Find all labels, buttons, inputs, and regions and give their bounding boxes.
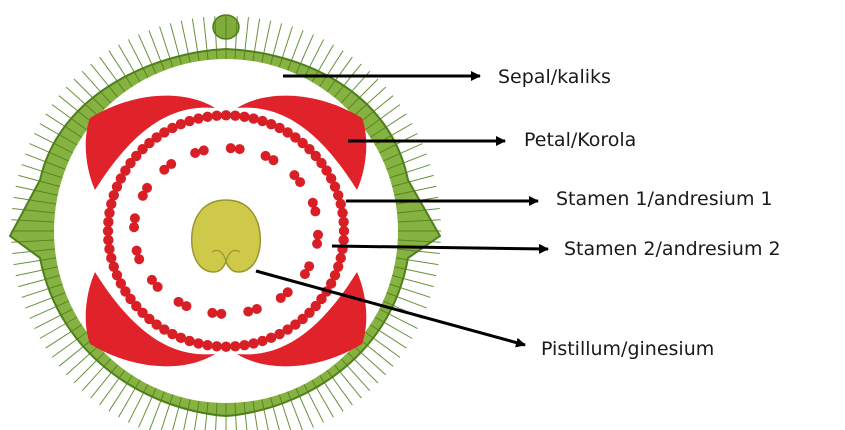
stamen-bead [336,253,346,263]
stamen-bead [104,244,114,254]
stamen-bead [202,112,212,122]
stamen-bead [103,217,113,227]
anther-lobe [132,246,142,256]
label-stamen-1: Stamen 1/andresium 1 [556,190,773,209]
stamen-bead [221,341,231,351]
stamen-bead [239,340,249,350]
anther-lobe [300,269,310,279]
anther-lobe [313,230,323,240]
stamen-bead [338,235,348,245]
anther-lobe [134,254,144,264]
anther-lobe [310,206,320,216]
anther-lobe [142,183,152,193]
anther-lobe [226,143,236,153]
anther-lobe [243,307,253,317]
stamen-bead [337,208,347,218]
stamen-bead [104,208,114,218]
anther-lobe [207,308,217,318]
stamen-bead [248,338,258,348]
anther-lobe [276,293,286,303]
stamen-bead [336,199,346,209]
stamen-bead [193,113,203,123]
stamen-bead [193,338,203,348]
label-stamen-2: Stamen 2/andresium 2 [564,240,781,259]
stamen-bead [109,262,119,272]
stamen-bead [103,235,113,245]
label-pistil: Pistillum/ginesium [541,340,714,359]
stamen-bead [257,336,267,346]
anther-lobe [308,198,318,208]
anther-lobe [199,145,209,155]
anther-lobe [216,309,226,319]
stamen-bead [103,226,113,236]
stamen-bead [212,341,222,351]
anther-lobe [295,177,305,187]
stamen-bead [333,190,343,200]
label-petal: Petal/Korola [524,131,636,150]
anther-lobe [268,155,278,165]
anther-lobe [312,239,322,249]
anther-lobe [190,148,200,158]
anther-lobe [235,144,245,154]
stamen-bead [338,217,348,227]
pistil [192,200,260,272]
stamen-bead [212,111,222,121]
stamen-bead [106,199,116,209]
label-sepal: Sepal/kaliks [498,68,611,87]
stamen-bead [248,113,258,123]
stamen-bead [184,116,194,126]
stamen-bead [339,226,349,236]
anther-lobe [147,275,157,285]
stamen-bead [106,253,116,263]
stamen-bead [221,110,231,120]
stamen-bead [230,111,240,121]
anther-lobe [252,304,262,314]
stamen-bead [239,112,249,122]
stamen-bead [230,341,240,351]
anther-lobe [166,159,176,169]
stamen-bead [202,340,212,350]
anther-lobe [129,222,139,232]
anther-lobe [174,297,184,307]
anther-lobe [130,213,140,223]
